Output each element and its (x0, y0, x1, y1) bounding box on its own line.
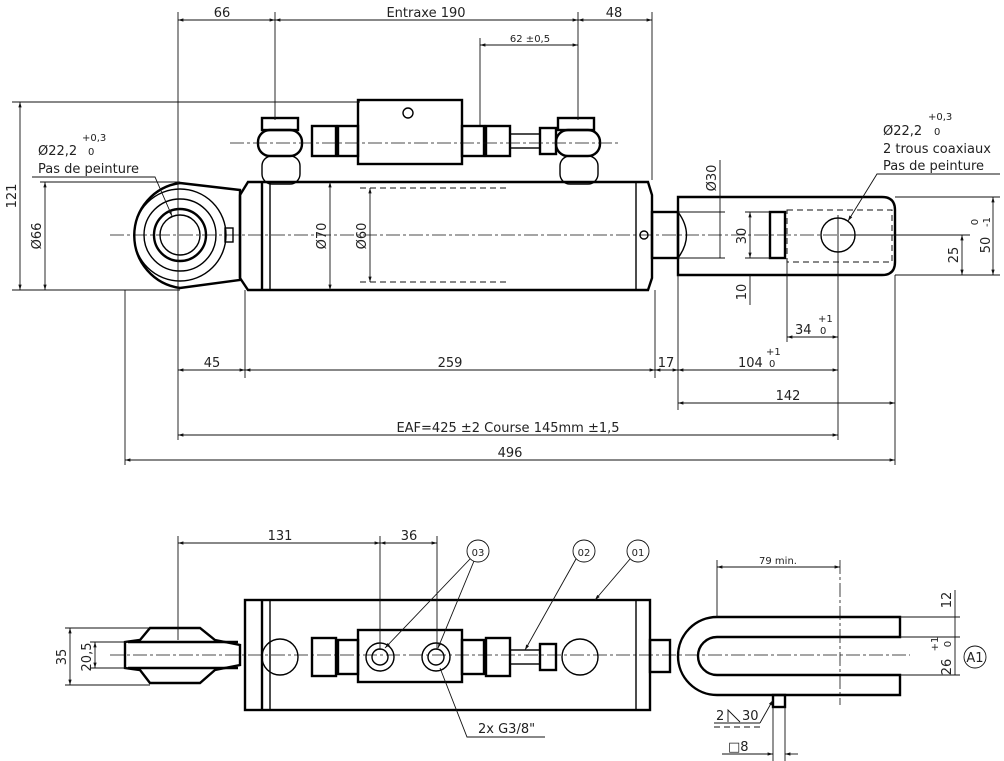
balloon-03: 03 (472, 548, 485, 559)
dim-79-min: 79 min. (759, 556, 797, 567)
dim-50: 50 (979, 237, 994, 254)
rod-eye (133, 181, 242, 290)
dim-259: 259 (438, 356, 463, 371)
eye-hole-tol-lower: 0 (88, 147, 94, 158)
dim-26-tol-lower: 0 (943, 641, 954, 647)
clevis-hole-tol-lower: 0 (934, 127, 940, 138)
dim-496: 496 (498, 446, 523, 461)
weld-size: 2 (716, 709, 724, 724)
dim-entraxe: Entraxe 190 (386, 6, 465, 21)
valve-block (230, 98, 620, 185)
dim-50-tol-lower: -1 (982, 217, 993, 227)
square-note: □8 (728, 740, 749, 755)
dim-d60: Ø60 (355, 223, 370, 250)
dim-d30: Ø30 (705, 165, 720, 192)
dim-34-tol-upper: +1 (818, 314, 833, 325)
top-view: 66 Entraxe 190 48 62 ±0,5 121 Ø66 Ø70 Ø6… (5, 6, 1000, 465)
dim-35: 35 (55, 649, 70, 666)
bottom-dimensions: 131 36 79 min. 35 20,5 12 26 +1 0 A1 03 … (55, 529, 987, 761)
dim-12: 12 (940, 592, 955, 609)
dim-d66: Ø66 (30, 223, 45, 250)
rod-eye-side (123, 626, 242, 685)
dim-131: 131 (268, 529, 293, 544)
port-note: 2x G3/8" (478, 722, 535, 737)
clevis-hole-note1: 2 trous coaxiaux (883, 142, 991, 157)
eye-hole-dia: Ø22,2 (38, 144, 77, 159)
cylinder-tube-side (243, 598, 652, 712)
clevis-hole-dia: Ø22,2 (883, 124, 922, 139)
dim-48: 48 (606, 6, 623, 21)
dim-20-5: 20,5 (80, 643, 95, 672)
clevis-hole-note2: Pas de peinture (883, 159, 984, 174)
dim-50-tol-upper: 0 (970, 219, 981, 225)
dim-26: 26 (940, 659, 955, 676)
dim-62: 62 ±0,5 (510, 34, 550, 45)
top-dimensions: 66 Entraxe 190 48 62 ±0,5 121 Ø66 Ø70 Ø6… (5, 6, 1000, 465)
eye-hole-tol-upper: +0,3 (82, 133, 106, 144)
balloon-02: 02 (578, 548, 591, 559)
dim-66: 66 (214, 6, 231, 21)
dim-d70: Ø70 (315, 223, 330, 250)
balloon-01: 01 (632, 548, 645, 559)
clevis-hole-tol-upper: +0,3 (928, 112, 952, 123)
bottom-view: 131 36 79 min. 35 20,5 12 26 +1 0 A1 03 … (55, 529, 987, 761)
clevis-side (648, 560, 902, 709)
weld-length: 30 (742, 709, 759, 724)
eye-hole-note: Pas de peinture (38, 162, 139, 177)
dim-142: 142 (776, 389, 801, 404)
dim-45: 45 (204, 356, 221, 371)
dim-104: 104 (738, 356, 763, 371)
datum-a1: A1 (966, 651, 983, 666)
dim-34-tol-lower: 0 (820, 326, 826, 337)
dim-10: 10 (735, 284, 750, 301)
dim-25: 25 (947, 247, 962, 264)
cylinder-tube (238, 180, 654, 292)
dim-17: 17 (658, 356, 675, 371)
dim-26-tol-upper: +1 (930, 637, 941, 652)
rod-clevis (650, 195, 897, 345)
dim-104-tol-upper: +1 (766, 347, 781, 358)
dim-104-tol-lower: 0 (769, 359, 775, 370)
dim-121: 121 (5, 184, 20, 209)
dim-eaf: EAF=425 ±2 Course 145mm ±1,5 (396, 421, 619, 436)
dim-30: 30 (735, 228, 750, 245)
dim-34: 34 (795, 323, 812, 338)
dim-36: 36 (401, 529, 418, 544)
